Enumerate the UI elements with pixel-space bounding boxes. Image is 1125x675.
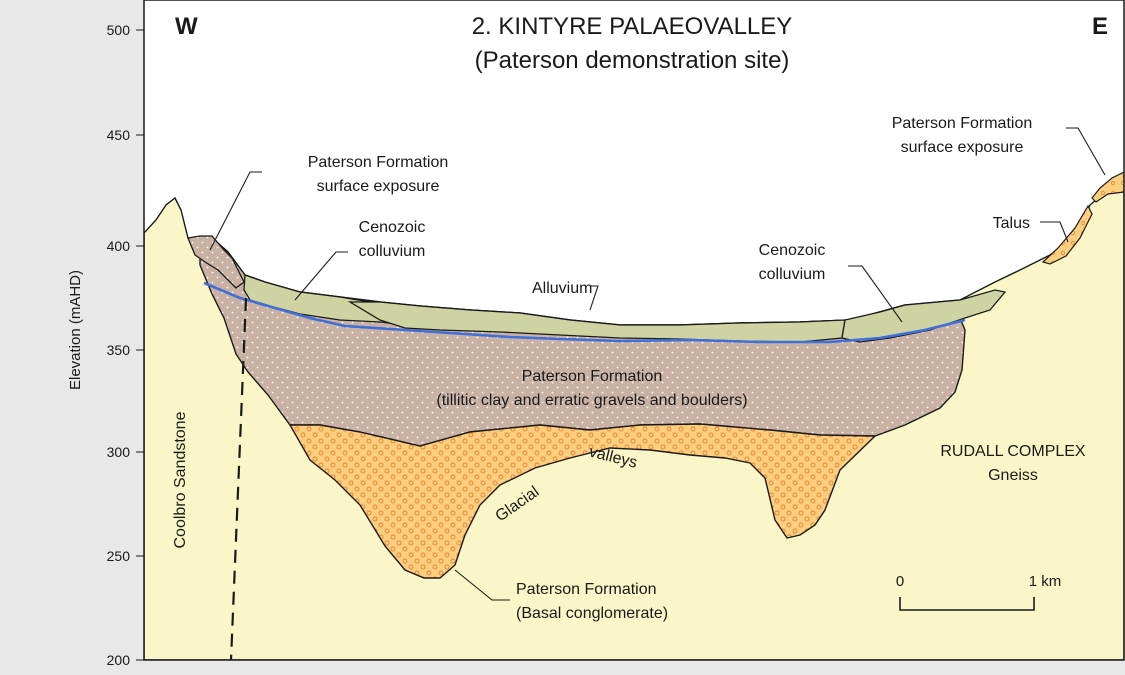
y-tick-200: 200 [107,652,131,668]
y-tick-350: 350 [107,342,131,358]
scale-start: 0 [896,573,904,590]
y-tick-400: 400 [107,238,131,254]
paterson-exposure-w-line2: surface exposure [317,178,440,195]
paterson-exposure-w-line1: Paterson Formation [308,154,449,171]
rudall-line2: Gneiss [988,467,1038,484]
y-axis: 500 450 400 350 300 250 200 [107,22,144,668]
scale-end: 1 km [1029,573,1062,590]
paterson-main-line2: (tillitic clay and erratic gravels and b… [436,392,747,409]
east-label: E [1092,13,1108,40]
paterson-exposure-e-line2: surface exposure [901,139,1024,156]
paterson-exposure-e-line1: Paterson Formation [892,115,1033,132]
title-line-1: 2. KINTYRE PALAEOVALLEY [472,13,793,40]
title-line-2: (Paterson demonstration site) [475,47,790,74]
y-tick-300: 300 [107,444,131,460]
y-tick-250: 250 [107,548,131,564]
basal-line1: Paterson Formation [516,581,657,598]
basal-line2: (Basal conglomerate) [516,605,668,622]
y-tick-450: 450 [107,127,131,143]
y-axis-label: Elevation (mAHD) [67,270,84,390]
cenozoic-e-line2: colluvium [759,266,826,283]
rudall-line1: RUDALL COMPLEX [940,443,1086,460]
cenozoic-w-line1: Cenozoic [359,219,426,236]
paterson-main-line1: Paterson Formation [522,368,663,385]
cenozoic-w-line2: colluvium [359,243,426,260]
y-tick-500: 500 [107,22,131,38]
coolbro-label: Coolbro Sandstone [172,411,189,548]
alluvium-label: Alluvium [532,280,592,297]
west-label: W [175,13,198,40]
talus-label: Talus [993,215,1030,232]
cenozoic-e-line1: Cenozoic [759,242,826,259]
